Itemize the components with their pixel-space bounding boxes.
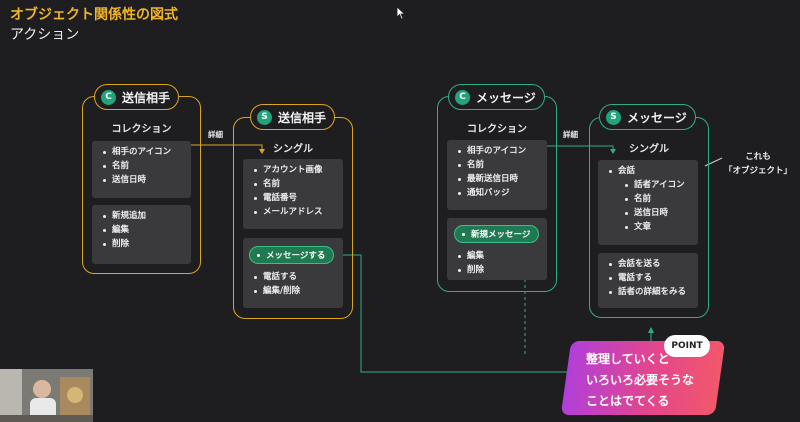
point-line: 整理していくと (586, 352, 670, 366)
page-title: オブジェクト関係性の図式 (10, 7, 178, 23)
list-item: 名前 (457, 158, 547, 172)
list-item: 相手のアイコン (102, 145, 191, 159)
list-item: 編集 (457, 249, 547, 263)
message-single-header: S メッセージ (599, 104, 696, 130)
list-item: 名前 (102, 159, 191, 173)
sender-collection-section: コレクション (111, 124, 172, 135)
list-item: 通知バッジ (457, 186, 547, 200)
list-item: 電話する (253, 270, 343, 284)
message-collection-section: コレクション (467, 124, 527, 135)
single-badge-icon: S (606, 109, 621, 125)
mouse-cursor-icon (396, 6, 406, 20)
list-item: 電話する (608, 271, 698, 285)
list-item: 編集/削除 (253, 284, 343, 298)
list-item: 文章 (608, 220, 698, 234)
send-message-button[interactable]: メッセージする (249, 246, 335, 264)
point-badge: POINT (664, 335, 710, 357)
sender-single-action-list: 電話する 編集/削除 (243, 266, 343, 300)
sender-collection-actions: 新規追加 編集 削除 (92, 205, 191, 264)
list-item: 話者アイコン (608, 178, 698, 192)
message-collection-action-list: 編集 削除 (447, 245, 547, 275)
new-message-button[interactable]: 新規メッセージ (454, 225, 540, 243)
list-item: 最新送信日時 (457, 172, 547, 186)
list-item: 送信日時 (608, 206, 698, 220)
message-single-actions: 会話を送る 電話する 話者の詳細をみる (598, 253, 698, 308)
list-item: 送信日時 (102, 173, 191, 187)
sender-collection-name: 送信相手 (122, 90, 171, 105)
collection-badge-icon: C (455, 89, 470, 105)
list-item: 相手のアイコン (457, 144, 547, 158)
list-item: 新規追加 (102, 209, 191, 223)
list-item: 名前 (608, 192, 698, 206)
point-callout-text: 整理していくと いろいろ必要そうな ことはでてくる (586, 349, 716, 412)
list-item: メールアドレス (253, 205, 343, 219)
list-item: 削除 (457, 263, 547, 277)
list-item: 編集 (102, 223, 191, 237)
webcam-video-thumbnail (0, 369, 93, 422)
list-item: アカウント画像 (253, 163, 343, 177)
sender-collection-fields: 相手のアイコン 名前 送信日時 (92, 141, 191, 198)
list-item: 話者の詳細をみる (608, 285, 698, 299)
collection-badge-icon: C (101, 89, 116, 105)
sender-single-header: S 送信相手 (250, 104, 336, 130)
list-item: 電話番号 (253, 191, 343, 205)
list-item: 会話 (608, 164, 698, 178)
list-item: 削除 (102, 237, 191, 251)
sender-single-name: 送信相手 (278, 110, 327, 125)
sender-single-fields: アカウント画像 名前 電話番号 メールアドレス (243, 159, 343, 229)
message-single-name: メッセージ (627, 110, 687, 125)
sender-single-section: シングル (273, 144, 313, 155)
object-note-line2: 「オブジェクト」 (723, 166, 792, 176)
detail-label-left: 詳細 (208, 130, 223, 139)
list-item: 会話を送る (608, 257, 698, 271)
object-note: これも 「オブジェクト」 (716, 150, 800, 178)
message-collection-fields: 相手のアイコン 名前 最新送信日時 通知バッジ (447, 140, 547, 210)
point-line: いろいろ必要そうな (586, 373, 695, 387)
message-collection-name: メッセージ (476, 90, 536, 105)
point-line: ことはでてくる (586, 394, 670, 408)
sender-collection-header: C 送信相手 (94, 84, 180, 110)
detail-label-right: 詳細 (563, 130, 578, 139)
message-collection-header: C メッセージ (448, 84, 545, 110)
message-single-fields: 会話 話者アイコン 名前 送信日時 文章 (598, 160, 698, 245)
single-badge-icon: S (257, 109, 272, 125)
message-single-section: シングル (629, 144, 669, 155)
list-item: 名前 (253, 177, 343, 191)
object-note-line1: これも (745, 152, 771, 162)
page-subtitle: アクション (10, 27, 80, 43)
